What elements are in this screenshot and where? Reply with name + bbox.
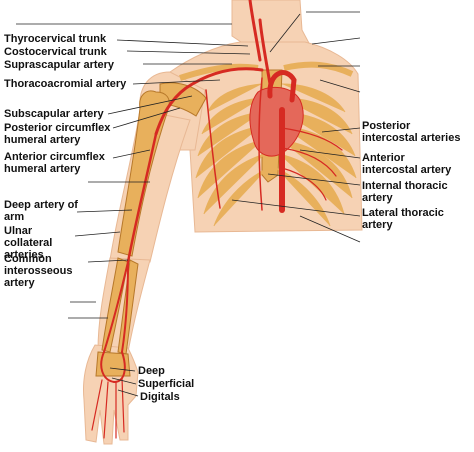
label-digitals: Digitals [140,391,180,403]
carotid-artery [248,0,262,62]
label-suprascapular-artery: Suprascapular artery [4,59,115,71]
neck [231,0,311,49]
label-posterior-intercostal-arteries: Posterior intercostal arteries [362,120,461,144]
radius [101,257,129,353]
brachiocephalic-trunk [258,18,272,86]
axillary-artery [154,67,264,136]
label-subscapular-artery: Subscapular artery [4,108,104,120]
label-anterior-circumflex-humeral-artery: Anterior circumflex humeral artery [4,151,105,175]
label-lateral-thoracic-artery: Lateral thoracic artery [362,207,444,231]
label-anterior-intercostal-artery: Anterior intercostal artery [362,152,452,176]
clavicle-right [283,61,354,77]
label-thoracoacromial-artery: Thoracoacromial artery [4,78,127,90]
palmar-arch [100,351,126,384]
internal-thoracic [258,77,263,211]
label-thyrocervical-trunk: Thyrocervical trunk [4,33,107,45]
label-common-interosseous-artery: Common interosseous artery [4,253,73,289]
arteries [91,0,343,439]
label-posterior-circumflex-humeral-artery: Posterior circumflex humeral artery [4,122,111,146]
ulnar-artery [121,261,129,353]
brachial-artery [126,132,158,264]
label-deep: Deep [138,365,165,377]
hand-bones [95,351,131,377]
label-internal-thoracic-artery: Internal thoracic artery [362,180,448,204]
label-deep-artery-of-arm: Deep artery of arm [4,199,78,223]
leader-lines [16,11,361,397]
label-superficial: Superficial [138,378,195,390]
clavicle-left [179,63,259,81]
label-costocervical-trunk: Costocervical trunk [4,46,107,58]
intercostal-branches [281,127,343,201]
label-ulnar-collateral-arteries: Ulnar collateral arteries [4,225,53,261]
lateral-thoracic [205,89,221,209]
aortic-arch [267,70,297,103]
radial-artery [103,261,129,353]
digital-arteries [91,377,125,439]
